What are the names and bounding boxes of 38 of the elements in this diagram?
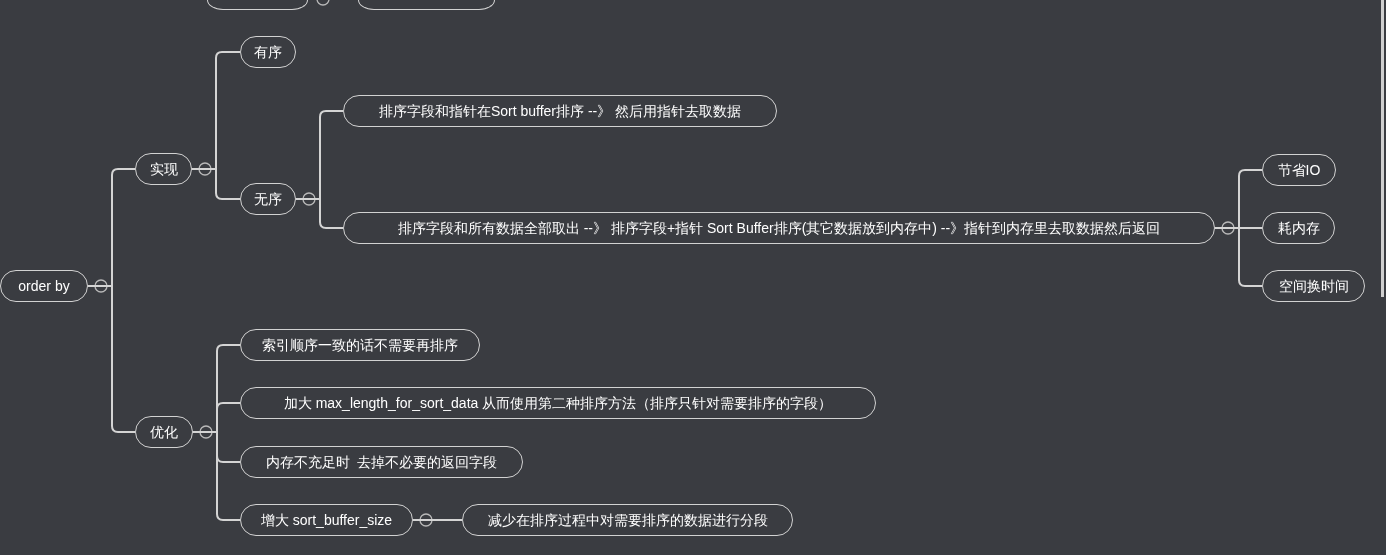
topic-box bbox=[1262, 212, 1335, 244]
connector-line bbox=[191, 168, 241, 200]
topic-box bbox=[240, 446, 523, 478]
topic-box bbox=[240, 183, 296, 215]
topic-text: 排序字段和指针在Sort buffer排序 --》 然后用指针去取数据 bbox=[378, 103, 742, 119]
topic-text: 增大 sort_buffer_size bbox=[260, 512, 393, 528]
topic-box bbox=[135, 153, 192, 185]
topic-box bbox=[240, 329, 480, 361]
topic-box bbox=[0, 270, 88, 302]
topic-box bbox=[358, 0, 495, 10]
topic-text: 减少在排序过程中对需要排序的数据进行分段 bbox=[487, 512, 768, 528]
topic-text: 实现 bbox=[149, 161, 178, 177]
topic-box bbox=[135, 416, 193, 448]
topic-text: 索引顺序一致的话不需要再排序 bbox=[262, 337, 458, 353]
topic-text: 有序 bbox=[254, 44, 282, 60]
topic-text: 排序字段和所有数据全部取出 --》 排序字段+指针 Sort Buffer排序(其它数据放到内存中) --》指针到内存里去取数据然后返回 bbox=[397, 220, 1161, 236]
connector-line bbox=[412, 519, 463, 521]
topic-text: 内存不充足时 去掉不必要的返回字段 bbox=[265, 454, 498, 470]
topic-box bbox=[343, 95, 777, 127]
topic-text: order by bbox=[18, 278, 70, 294]
topic-box bbox=[207, 0, 308, 10]
connector-line bbox=[1214, 227, 1263, 287]
connector-line bbox=[295, 198, 344, 229]
topic-box bbox=[240, 36, 296, 68]
topic-box bbox=[343, 212, 1215, 244]
topic-box bbox=[240, 387, 876, 419]
topic-text: 加大 max_length_for_sort_data 从而使用第二种排序方法（排序只针对需要排序的字段） bbox=[283, 395, 833, 411]
topic-text: 节省IO bbox=[1277, 162, 1321, 178]
topic-box bbox=[1262, 154, 1336, 186]
connector-line bbox=[87, 285, 136, 433]
topic-box bbox=[1262, 270, 1365, 302]
topic-box bbox=[240, 504, 413, 536]
topic-text: 空间换时间 bbox=[1278, 278, 1349, 294]
connector-line bbox=[192, 431, 241, 521]
topic-text: 优化 bbox=[150, 424, 178, 440]
topic-text: 耗内存 bbox=[1277, 220, 1320, 236]
topic-box bbox=[462, 504, 793, 536]
topic-text: 无序 bbox=[254, 191, 282, 207]
